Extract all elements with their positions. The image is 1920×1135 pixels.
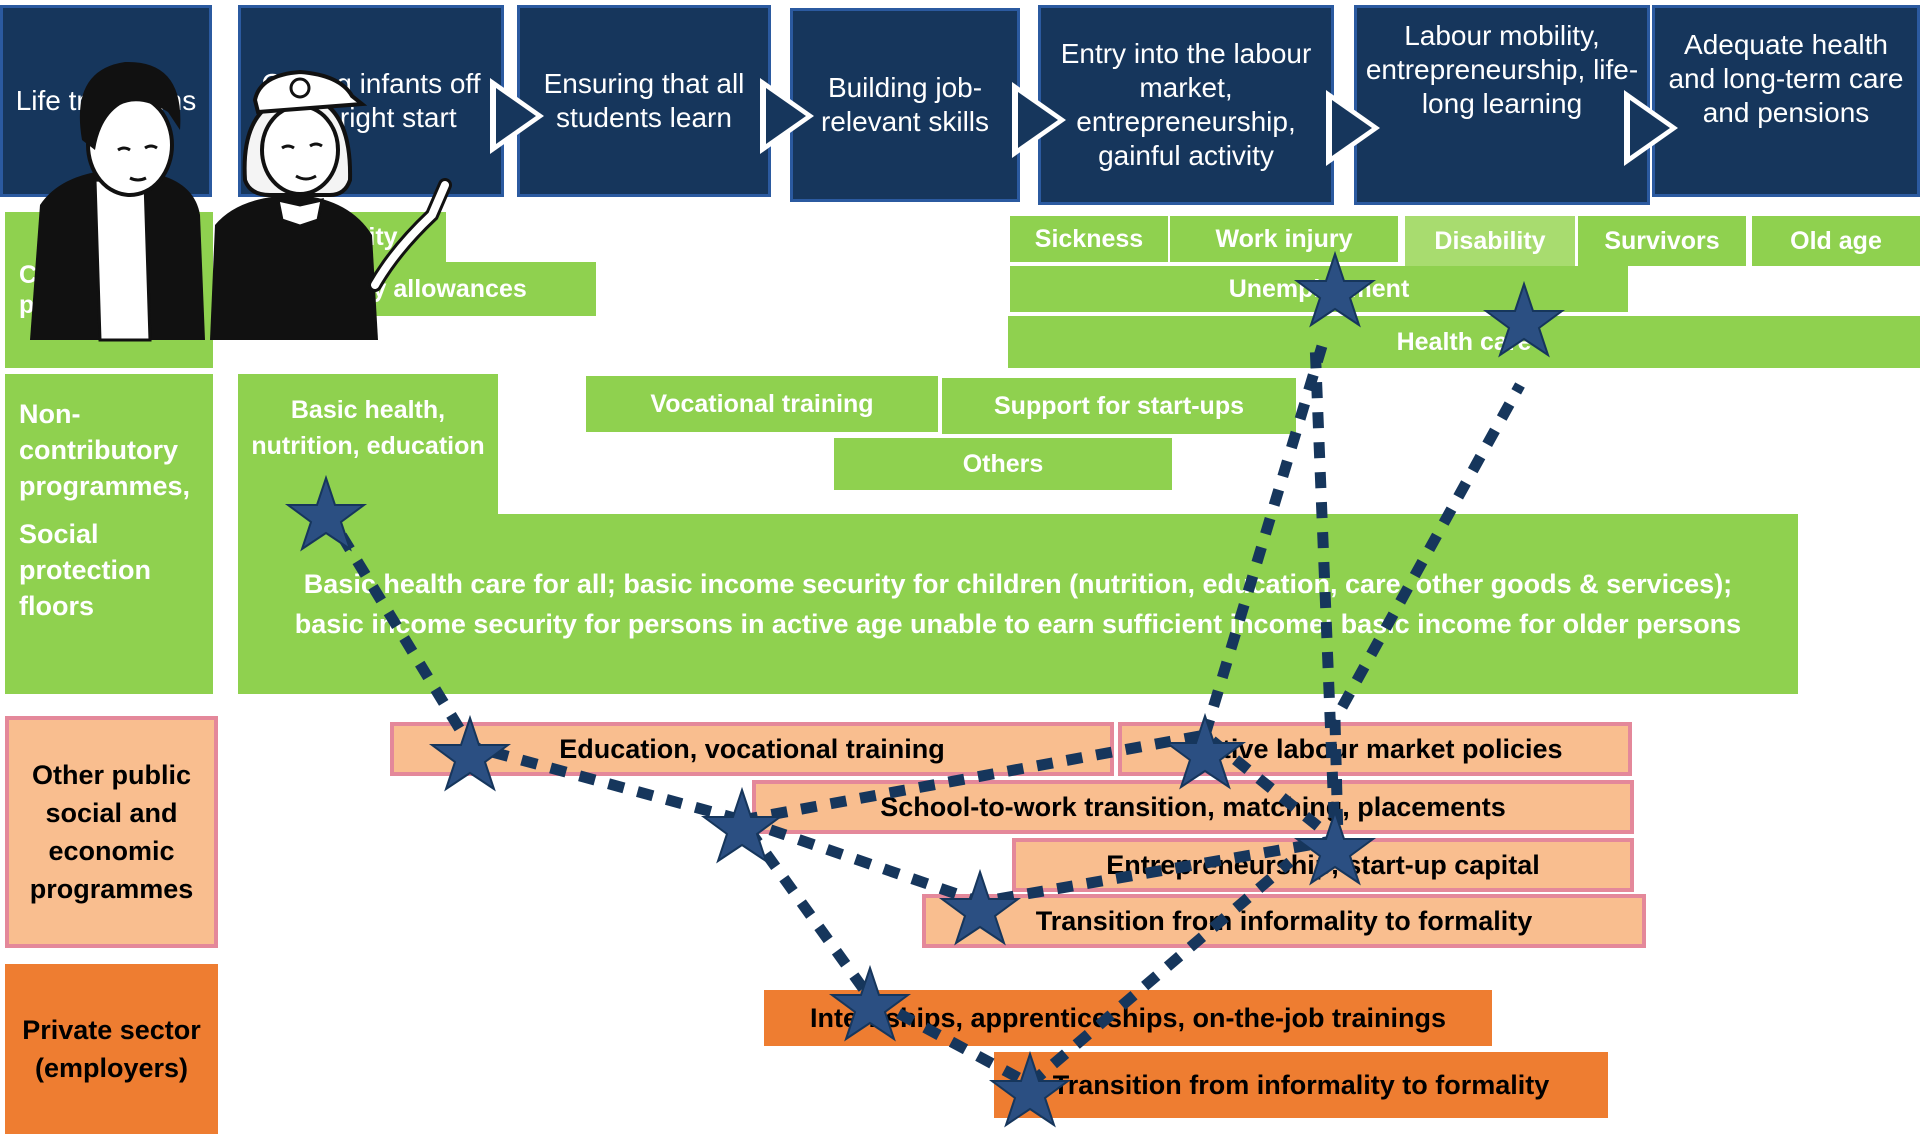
education-vocational-box: Education, vocational training bbox=[390, 722, 1114, 776]
row-label-text: Social protection floors bbox=[19, 519, 151, 621]
basic-health-box: Basic health, nutrition, education bbox=[238, 374, 498, 514]
survivors-box: Survivors bbox=[1578, 216, 1746, 266]
box-label: Entrepreneurship, start-up capital bbox=[1106, 849, 1540, 880]
box-label: Others bbox=[962, 450, 1044, 478]
informality-public-box: Transition from informality to formality bbox=[922, 894, 1646, 948]
box-label: Unemployment bbox=[1228, 275, 1410, 303]
row-label-private-sector: Private sector (employers) bbox=[5, 964, 218, 1134]
floor-text: basic income security for persons in act… bbox=[294, 609, 1742, 639]
chevron-right-icon bbox=[1624, 90, 1678, 166]
old-age-box: Old age bbox=[1752, 216, 1920, 266]
box-label: School-to-work transition, matching, pla… bbox=[880, 791, 1506, 822]
stage-students: Ensuring that all students learn bbox=[517, 5, 771, 197]
box-label: Internships, apprenticeships, on-the-job… bbox=[809, 1002, 1447, 1033]
box-label: Transition from informality to formality bbox=[1035, 905, 1533, 936]
health-care-box: Health care bbox=[1008, 316, 1920, 368]
box-label: Vocational training bbox=[650, 390, 874, 418]
chevron-right-icon bbox=[1012, 82, 1066, 158]
stage-label: Ensuring that all students learn bbox=[543, 68, 745, 133]
box-label: Maternity bbox=[286, 223, 398, 251]
stage-health-pensions: Adequate health and long-term care and p… bbox=[1652, 5, 1920, 197]
box-label: Disability bbox=[1434, 227, 1546, 255]
sickness-box: Sickness bbox=[1010, 216, 1168, 262]
stage-label: Adequate health and long-term care and p… bbox=[1668, 28, 1904, 128]
work-injury-box: Work injury bbox=[1170, 216, 1398, 262]
chevron-right-icon bbox=[1326, 90, 1380, 166]
stage-job-skills: Building job-relevant skills bbox=[790, 8, 1020, 202]
entrepreneurship-box: Entrepreneurship, start-up capital bbox=[1012, 838, 1634, 892]
stage-life-transitions: Life transitions bbox=[0, 5, 212, 197]
others-box: Others bbox=[834, 438, 1172, 490]
internships-box: Internships, apprenticeships, on-the-job… bbox=[764, 990, 1492, 1046]
family-allowances-box: Family allowances bbox=[238, 262, 596, 316]
stage-label: Entry into the labour market, entreprene… bbox=[1060, 38, 1312, 171]
stage-label: Getting infants off to a right start bbox=[261, 68, 481, 133]
box-label: Transition from informality to formality bbox=[1052, 1069, 1550, 1100]
stage-labour-mobility: Labour mobility, entrepreneurship, life-… bbox=[1354, 5, 1650, 205]
stage-label: Building job-relevant skills bbox=[820, 72, 990, 137]
box-label: Active labour market policies bbox=[1187, 733, 1563, 764]
box-label: Family allowances bbox=[307, 275, 527, 303]
row-label-noncontributory: Non-contributory programmes, Social prot… bbox=[5, 374, 213, 694]
vocational-training-box: Vocational training bbox=[586, 376, 938, 432]
stage-label: Labour mobility, entrepreneurship, life-… bbox=[1365, 20, 1639, 119]
school-to-work-box: School-to-work transition, matching, pla… bbox=[752, 780, 1634, 834]
chevron-right-icon bbox=[490, 78, 544, 154]
box-label: Survivors bbox=[1604, 227, 1720, 255]
box-label: Old age bbox=[1790, 227, 1882, 255]
box-label: Work injury bbox=[1215, 225, 1353, 253]
row-label-text: Contributory programmes bbox=[19, 261, 171, 319]
box-label: Sickness bbox=[1034, 225, 1144, 253]
box-label: Education, vocational training bbox=[559, 733, 945, 764]
active-labour-market-box: Active labour market policies bbox=[1118, 722, 1632, 776]
box-label: Health care bbox=[1396, 328, 1532, 356]
support-startups-box: Support for start-ups bbox=[942, 378, 1296, 434]
floor-text: Basic health care for all; basic income … bbox=[303, 569, 1733, 599]
row-label-other-public: Other public social and economic program… bbox=[5, 716, 218, 948]
row-label-text: Private sector (employers) bbox=[22, 1015, 201, 1083]
box-label: Support for start-ups bbox=[994, 392, 1244, 420]
maternity-box: Maternity bbox=[238, 212, 446, 262]
box-label: Basic health, nutrition, education bbox=[251, 396, 485, 460]
social-protection-floor-box: Basic health care for all; basic income … bbox=[238, 514, 1798, 694]
chevron-right-icon bbox=[760, 78, 814, 154]
row-label-text: Other public social and economic program… bbox=[29, 760, 194, 904]
unemployment-box: Unemployment bbox=[1010, 266, 1628, 312]
row-label-text: Non-contributory programmes, bbox=[19, 399, 191, 501]
row-label-contributory: Contributory programmes bbox=[5, 212, 213, 368]
stage-infants: Getting infants off to a right start bbox=[238, 5, 504, 197]
disability-box: Disability bbox=[1405, 216, 1575, 266]
stage-labour-entry: Entry into the labour market, entreprene… bbox=[1038, 5, 1334, 205]
informality-private-box: Transition from informality to formality bbox=[994, 1052, 1608, 1118]
stage-label: Life transitions bbox=[15, 85, 197, 116]
